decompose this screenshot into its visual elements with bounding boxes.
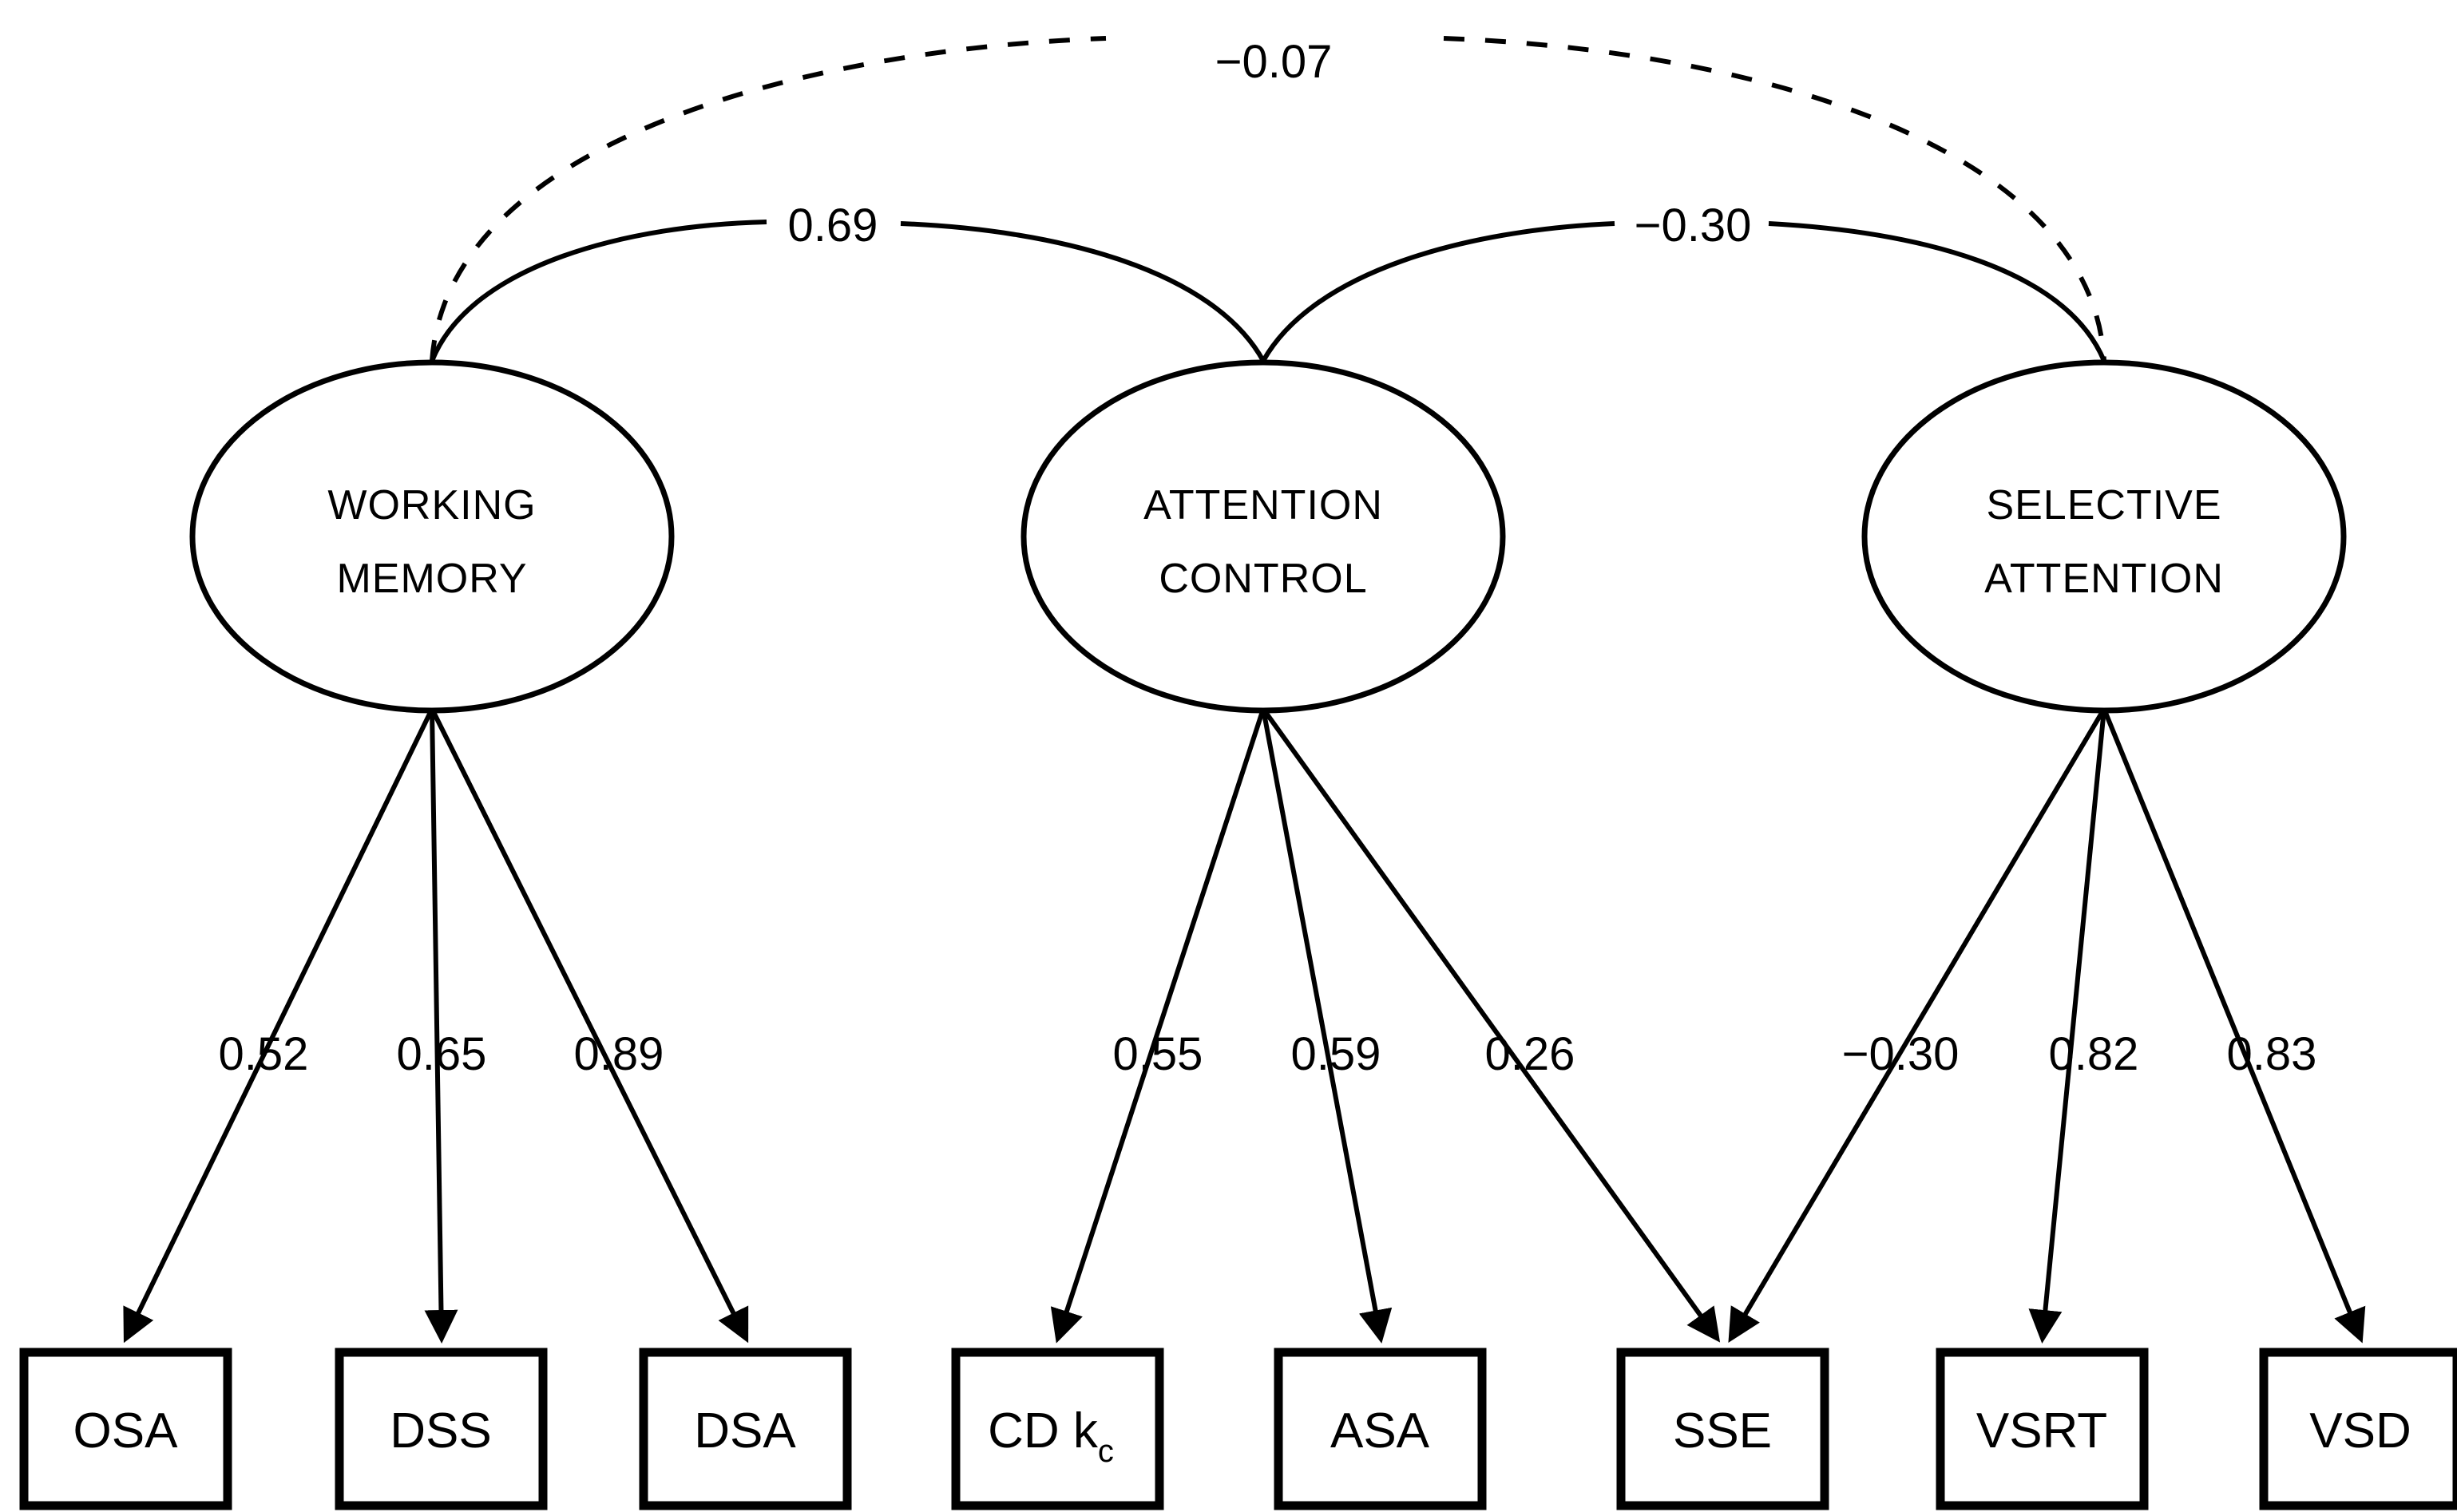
indicator-label-cdkc-subscript: c — [1098, 1434, 1114, 1469]
covariance-path-wm-ac-left — [430, 220, 767, 362]
indicator-label-vsrt: VSRT — [1976, 1403, 2107, 1459]
covariance-path-ac-sa-left — [1261, 221, 1615, 362]
indicator-vsrt[interactable]: VSRT — [1936, 1348, 2149, 1510]
covariance-path-wm-sa-left — [430, 36, 1107, 362]
rect-cdkc[interactable] — [951, 1348, 1164, 1510]
loading-line-ac-asa — [1261, 708, 1393, 1344]
indicator-label-cdkc: CD kc — [988, 1403, 1114, 1469]
latent-factor-selective-attention[interactable]: SELECTIVE ATTENTION — [1861, 359, 2347, 714]
covariance-label-ac-sa: −0.30 — [1635, 200, 1752, 251]
covariance-paths — [430, 36, 2106, 362]
indicator-label-dss: DSS — [390, 1403, 491, 1459]
indicator-label-osa: OSA — [73, 1403, 179, 1459]
loading-line-sa-vsrt — [2028, 708, 2106, 1344]
indicator-dsa[interactable]: DSA — [639, 1348, 852, 1510]
loading-label-sa-vsd: 0.83 — [2227, 1028, 2317, 1080]
latent-label-selective-attention-line2: ATTENTION — [1984, 556, 2224, 602]
indicator-osa[interactable]: OSA — [19, 1348, 232, 1510]
loading-label-sa-sse: −0.30 — [1842, 1028, 1960, 1080]
latent-label-attention-control-line2: CONTROL — [1159, 556, 1367, 602]
loading-paths — [123, 707, 2366, 1344]
indicator-label-sse: SSE — [1673, 1403, 1772, 1459]
latent-factor-working-memory[interactable]: WORKING MEMORY — [189, 359, 675, 714]
latent-label-working-memory-line2: MEMORY — [336, 556, 527, 602]
loading-label-sa-vsrt: 0.82 — [2049, 1028, 2139, 1080]
rect-vsrt[interactable] — [1936, 1348, 2149, 1510]
loading-line-wm-dss — [424, 708, 458, 1344]
covariance-path-wm-ac-right — [900, 221, 1266, 362]
loading-label-wm-dss: 0.65 — [397, 1028, 487, 1080]
covariance-label-wm-sa: −0.07 — [1215, 36, 1333, 88]
indicator-dss[interactable]: DSS — [335, 1348, 548, 1510]
loading-line-wm-osa — [123, 707, 434, 1344]
loading-line-ac-sse — [1261, 707, 1721, 1343]
latent-label-selective-attention-line1: SELECTIVE — [1986, 482, 2221, 528]
ellipse-working-memory[interactable] — [189, 359, 675, 714]
ellipse-selective-attention[interactable] — [1861, 359, 2347, 714]
loading-label-ac-sse: 0.26 — [1485, 1028, 1575, 1080]
rect-sse[interactable] — [1616, 1348, 1829, 1510]
loading-label-ac-cdkc: 0.55 — [1113, 1028, 1203, 1080]
loading-line-sa-vsd — [2102, 707, 2366, 1344]
loading-label-wm-dsa: 0.89 — [574, 1028, 664, 1080]
covariance-path-wm-sa-right — [1443, 36, 2106, 362]
indicator-sse[interactable]: SSE — [1616, 1348, 1829, 1510]
indicator-asa[interactable]: ASA — [1274, 1348, 1487, 1510]
indicator-label-asa: ASA — [1330, 1403, 1430, 1459]
rect-dss[interactable] — [335, 1348, 548, 1510]
loading-line-wm-dsa — [430, 707, 749, 1344]
rect-osa[interactable] — [19, 1348, 232, 1510]
loading-label-wm-osa: 0.52 — [219, 1028, 309, 1080]
rect-dsa[interactable] — [639, 1348, 852, 1510]
indicator-vsd[interactable]: VSD — [2259, 1348, 2457, 1510]
indicator-label-vsd: VSD — [2309, 1403, 2411, 1459]
loading-line-ac-cdkc — [1050, 708, 1266, 1344]
latent-label-working-memory-line1: WORKING — [327, 482, 536, 528]
indicator-cdkc[interactable]: CD kc — [951, 1348, 1164, 1510]
loading-label-ac-asa: 0.59 — [1291, 1028, 1381, 1080]
covariance-label-wm-ac: 0.69 — [788, 200, 878, 251]
latent-factor-attention-control[interactable]: ATTENTION CONTROL — [1020, 359, 1506, 714]
latent-label-attention-control-line1: ATTENTION — [1143, 482, 1383, 528]
loading-line-sa-sse — [1728, 707, 2106, 1344]
rect-vsd[interactable] — [2259, 1348, 2457, 1510]
covariance-path-ac-sa-right — [1768, 221, 2106, 362]
indicator-label-dsa: DSA — [694, 1403, 796, 1459]
ellipse-attention-control[interactable] — [1020, 359, 1506, 714]
indicator-label-cdkc-main: CD k — [988, 1403, 1099, 1459]
rect-asa[interactable] — [1274, 1348, 1487, 1510]
